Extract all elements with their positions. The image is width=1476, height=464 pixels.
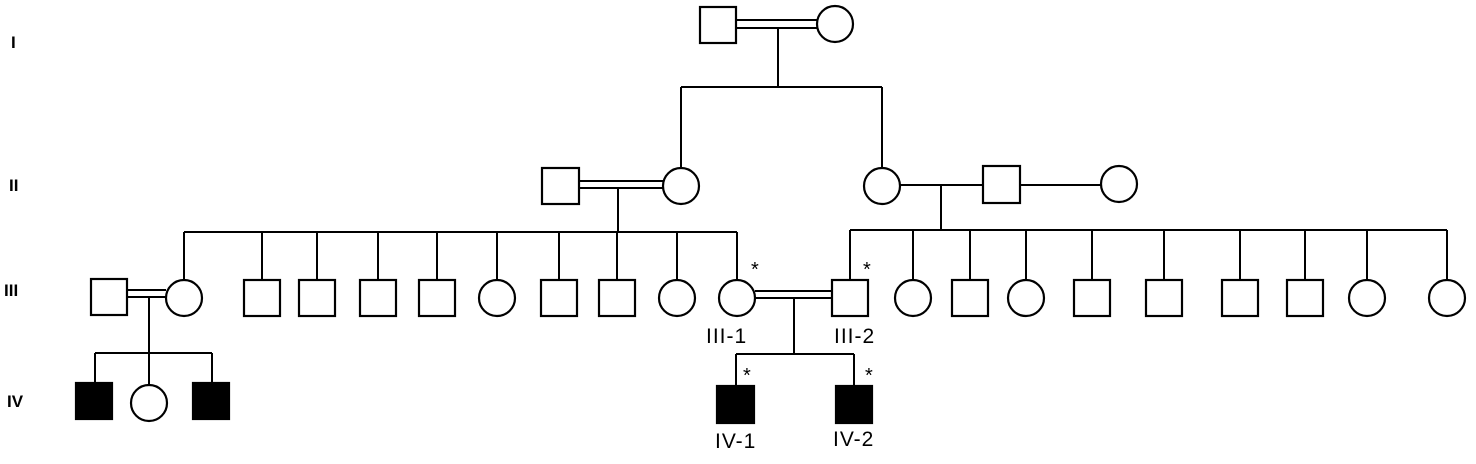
label-III-1: III-1 (706, 325, 747, 348)
female-symbol (129, 383, 169, 423)
female-symbol (893, 278, 933, 318)
male-symbol (1144, 278, 1184, 318)
label-III-2: III-2 (834, 325, 875, 348)
male-symbol (242, 278, 282, 318)
marker-III-2: * (863, 259, 871, 281)
label-IV-1: IV-1 (715, 430, 756, 453)
male-symbol (981, 164, 1022, 205)
male-symbol (1285, 278, 1325, 318)
individual-IV-2 (834, 384, 874, 425)
female-symbol (862, 166, 902, 206)
generation-label-II: II (9, 176, 18, 195)
female-symbol (815, 4, 855, 44)
female-symbol (657, 278, 697, 318)
male-symbol (1072, 278, 1112, 318)
generation-label-III: III (4, 281, 18, 300)
individual-IV-1 (715, 384, 756, 425)
marker-IV-2: * (865, 365, 873, 387)
female-symbol (164, 278, 204, 318)
female-symbol (1006, 278, 1046, 318)
female-symbol (1347, 278, 1387, 318)
female-symbol (477, 278, 517, 318)
male-symbol (950, 278, 990, 318)
male-symbol (89, 277, 129, 317)
male-symbol (358, 278, 398, 318)
male-symbol (297, 278, 337, 318)
female-symbol (1099, 164, 1139, 204)
male-symbol (540, 166, 581, 206)
generation-I (680, 4, 883, 170)
male-symbol (597, 278, 637, 318)
male-symbol (698, 5, 738, 45)
male-symbol (417, 278, 457, 318)
individual-III-2 (830, 278, 870, 318)
generation-III-lines (183, 229, 1448, 280)
male-symbol (539, 278, 579, 318)
female-symbol (661, 166, 701, 206)
female-symbol (1427, 278, 1467, 318)
affected-male-symbol (191, 381, 231, 421)
generation-IV-lines (94, 297, 855, 386)
generation-label-I: I (11, 33, 16, 52)
generation-label-IV: IV (7, 392, 24, 411)
label-IV-2: IV-2 (833, 428, 874, 451)
individual-III-1 (717, 278, 757, 318)
marker-III-1: * (751, 259, 759, 281)
generation-II (540, 164, 1139, 232)
generation-IV: * * IV-1 IV-2 (74, 365, 874, 453)
generation-III: * * III-1 III-2 (89, 259, 1467, 348)
male-symbol (1220, 278, 1260, 318)
marker-IV-1: * (743, 365, 751, 387)
affected-male-symbol (74, 381, 114, 421)
